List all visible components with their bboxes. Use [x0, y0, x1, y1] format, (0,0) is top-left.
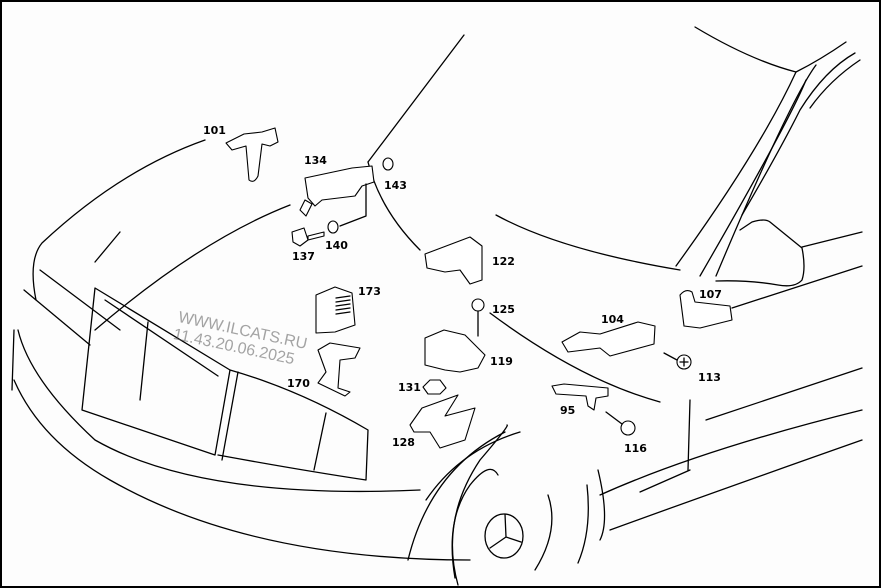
part-128-bracket	[409, 394, 476, 449]
callout-173[interactable]: 173	[358, 285, 381, 298]
callout-140[interactable]: 140	[325, 239, 348, 252]
part-122-cover	[424, 236, 483, 285]
part-125-screw-head	[471, 298, 485, 312]
part-134-holder	[304, 165, 375, 207]
part-137-bolt	[291, 227, 325, 247]
grille-bar-1	[139, 321, 149, 401]
tire-inner	[451, 468, 499, 579]
a-pillar-line4	[741, 52, 856, 216]
hood-rear-edge	[495, 214, 681, 271]
part-116-shank	[605, 411, 623, 425]
callout-128[interactable]: 128	[392, 436, 415, 449]
windshield-top	[694, 26, 847, 73]
windshield-right	[809, 59, 861, 109]
part-107-module	[679, 289, 733, 329]
hood-tip-left	[94, 231, 121, 263]
a-pillar-line3	[715, 64, 817, 277]
part-173-vents	[335, 295, 351, 315]
callout-119[interactable]: 119	[490, 355, 513, 368]
part-131-nut	[422, 379, 447, 395]
callout-107[interactable]: 107	[699, 288, 722, 301]
part-134-arm	[299, 199, 313, 217]
part-119-relay	[424, 329, 486, 373]
part-143-washer	[382, 157, 394, 171]
fender-line-3	[599, 409, 863, 496]
a-pillar-outer	[675, 71, 797, 267]
part-95-bracket	[551, 383, 609, 411]
callout-104[interactable]: 104	[601, 313, 624, 326]
front-left-edge	[23, 289, 91, 346]
hood-leading-edge	[94, 204, 291, 331]
mirror-arm	[801, 231, 863, 248]
fender-line-1	[731, 265, 863, 309]
callout-134[interactable]: 134	[304, 154, 327, 167]
part-104-switch	[561, 321, 656, 357]
hub-emblem-ring	[484, 513, 524, 559]
hood-left-edge	[32, 139, 206, 301]
part-140-washer	[327, 220, 339, 234]
hood-center-crease	[367, 34, 465, 163]
callout-113[interactable]: 113	[698, 371, 721, 384]
wheel-arch	[407, 431, 506, 561]
grille-outer	[81, 287, 231, 456]
callout-143[interactable]: 143	[384, 179, 407, 192]
part-113-cross	[663, 352, 689, 367]
tire-right-2	[597, 469, 606, 541]
headlamp-inner	[313, 412, 327, 471]
fender-sill	[639, 469, 691, 493]
bumper-lower	[13, 379, 471, 561]
callout-137[interactable]: 137	[292, 250, 315, 263]
callout-95[interactable]: 95	[560, 404, 576, 417]
callout-170[interactable]: 170	[287, 377, 310, 390]
headlamp	[217, 369, 369, 481]
bumper-top	[17, 329, 421, 493]
wheel-rim-right	[534, 494, 553, 571]
grille-bar-2	[221, 371, 239, 461]
fender-line-2	[705, 367, 863, 421]
front-left-edge2	[39, 269, 121, 331]
part-101-bracket	[225, 127, 279, 182]
callout-131[interactable]: 131	[398, 381, 421, 394]
part-170-bracket	[317, 342, 361, 397]
grille-inner-top	[104, 299, 219, 377]
fender-arch	[425, 431, 521, 501]
mirror	[715, 219, 805, 287]
bumper-left	[11, 329, 15, 391]
tire-right	[577, 484, 589, 564]
hub-emblem-star	[489, 513, 522, 549]
fender-line-4	[609, 439, 863, 531]
callout-101[interactable]: 101	[203, 124, 226, 137]
part-116-bolt-head	[620, 420, 636, 436]
callout-116[interactable]: 116	[624, 442, 647, 455]
callout-125[interactable]: 125	[492, 303, 515, 316]
callout-122[interactable]: 122	[492, 255, 515, 268]
hood-right-curve	[489, 312, 661, 403]
hood-top-crease	[367, 161, 421, 251]
door-gap	[687, 399, 691, 471]
part-134-leader	[339, 183, 367, 227]
